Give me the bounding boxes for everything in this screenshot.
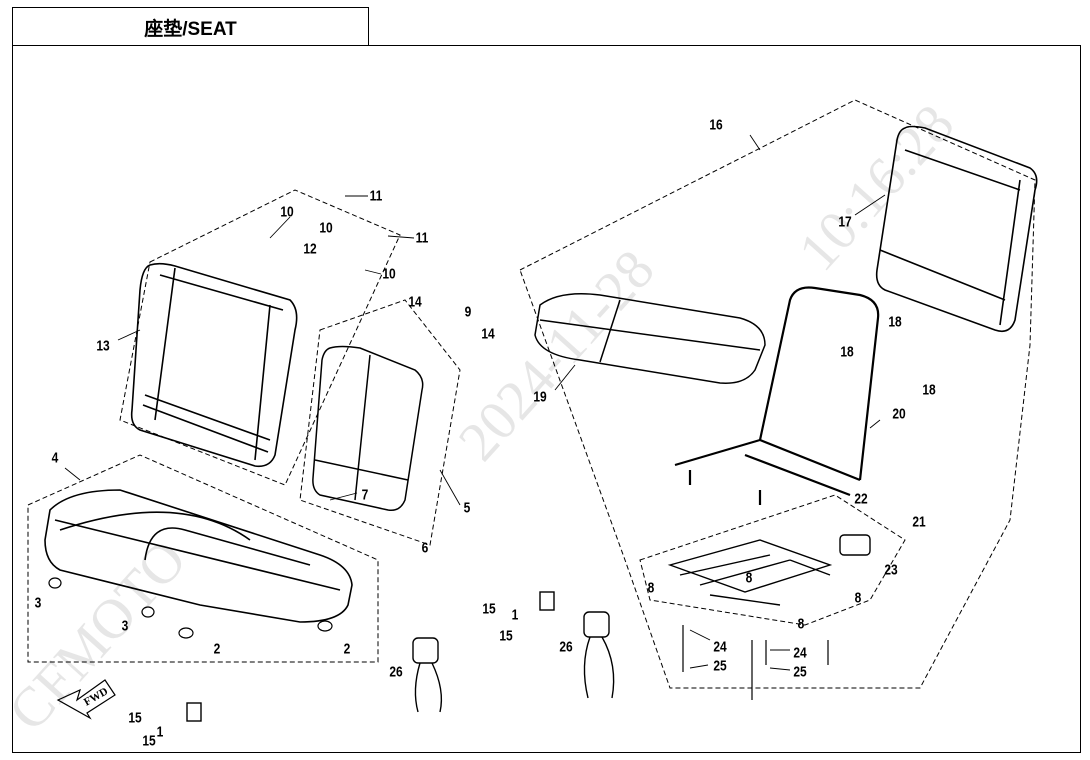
callout-21: 21 — [912, 513, 926, 531]
diagram-frame — [12, 45, 1081, 753]
page-title: 座垫/SEAT — [12, 7, 369, 46]
seat-cushion-19 — [534, 293, 766, 384]
callout-3: 3 — [34, 594, 42, 612]
callout-5: 5 — [463, 499, 471, 517]
fwd-arrow-icon — [56, 679, 116, 720]
callout-8: 8 — [745, 569, 753, 587]
callout-25: 25 — [713, 657, 727, 675]
group-outline-fold-back — [299, 299, 461, 546]
callout-8: 8 — [797, 615, 805, 633]
backrest-17 — [875, 125, 1038, 333]
backrest-13 — [130, 262, 298, 468]
callout-15: 15 — [142, 732, 156, 750]
seat-frame-20 — [674, 286, 880, 505]
callout-14: 14 — [481, 325, 495, 343]
callout-19: 19 — [533, 388, 547, 406]
bolts — [682, 625, 829, 700]
callout-13: 13 — [96, 337, 110, 355]
callout-1: 1 — [156, 723, 164, 741]
bracket-1 — [186, 591, 555, 722]
fold-back-5 — [312, 345, 424, 512]
callout-4: 4 — [51, 449, 59, 467]
callout-23: 23 — [884, 561, 898, 579]
group-outline-backrest — [119, 189, 401, 486]
callout-3: 3 — [121, 617, 129, 635]
bench-seat-4 — [44, 489, 353, 623]
callout-22: 22 — [854, 490, 868, 508]
callout-18: 18 — [888, 313, 902, 331]
callout-2: 2 — [343, 640, 351, 658]
callout-15: 15 — [128, 709, 142, 727]
callout-9: 9 — [464, 303, 472, 321]
callout-18: 18 — [922, 381, 936, 399]
seatbelt-buckle-26 — [412, 611, 615, 713]
callout-10: 10 — [382, 265, 396, 283]
seat-slider-21 — [667, 534, 871, 606]
callout-14: 14 — [408, 293, 422, 311]
callout-1: 1 — [511, 606, 519, 624]
callout-24: 24 — [793, 644, 807, 662]
bracket-23 — [839, 534, 871, 556]
rubber-feet — [48, 577, 333, 639]
group-outline-bench — [27, 454, 379, 663]
callout-11: 11 — [415, 229, 429, 247]
callout-26: 26 — [559, 638, 573, 656]
callout-25: 25 — [793, 663, 807, 681]
group-outline-right-seat — [519, 99, 1036, 689]
callout-10: 10 — [280, 203, 294, 221]
callout-26: 26 — [389, 663, 403, 681]
callout-15: 15 — [482, 600, 496, 618]
callout-16: 16 — [709, 116, 723, 134]
callout-10: 10 — [319, 219, 333, 237]
callout-8: 8 — [854, 589, 862, 607]
callout-11: 11 — [369, 187, 383, 205]
callout-6: 6 — [421, 539, 429, 557]
callout-18: 18 — [840, 343, 854, 361]
callout-12: 12 — [303, 240, 317, 258]
callout-8: 8 — [647, 579, 655, 597]
group-outline-slider — [639, 494, 906, 626]
callout-17: 17 — [838, 213, 852, 231]
callout-20: 20 — [892, 405, 906, 423]
callout-15: 15 — [499, 627, 513, 645]
callout-7: 7 — [361, 486, 369, 504]
callout-24: 24 — [713, 638, 727, 656]
leader-lines — [64, 134, 886, 671]
callout-2: 2 — [213, 640, 221, 658]
